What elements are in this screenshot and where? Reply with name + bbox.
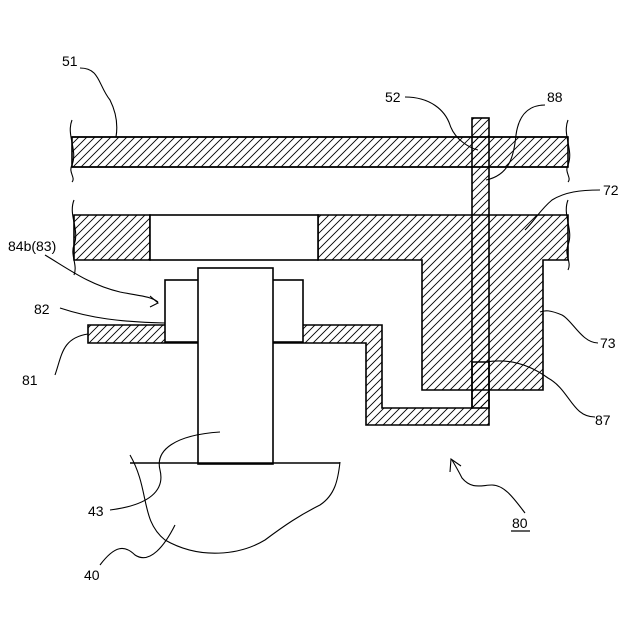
label-80: 80 xyxy=(512,515,528,531)
label-81: 81 xyxy=(22,372,38,388)
label-72: 72 xyxy=(603,182,619,198)
plate-51 xyxy=(70,120,569,182)
leader-40 xyxy=(100,525,175,565)
label-43: 43 xyxy=(88,503,104,519)
label-84b: 84b(83) xyxy=(8,238,56,254)
label-87: 87 xyxy=(595,412,611,428)
label-52: 52 xyxy=(385,89,401,105)
label-82: 82 xyxy=(34,301,50,317)
shaft-43 xyxy=(198,268,273,464)
leader-51 xyxy=(80,68,117,137)
leader-81 xyxy=(55,334,88,375)
label-73: 73 xyxy=(600,335,616,351)
base-body-40 xyxy=(130,455,340,553)
arrow-84b xyxy=(150,296,158,307)
label-51: 51 xyxy=(62,53,78,69)
label-40: 40 xyxy=(84,567,100,583)
leader-84b xyxy=(45,255,158,302)
leader-82 xyxy=(60,308,165,323)
leader-73 xyxy=(540,311,598,343)
leader-80 xyxy=(452,460,525,513)
label-88: 88 xyxy=(547,89,563,105)
